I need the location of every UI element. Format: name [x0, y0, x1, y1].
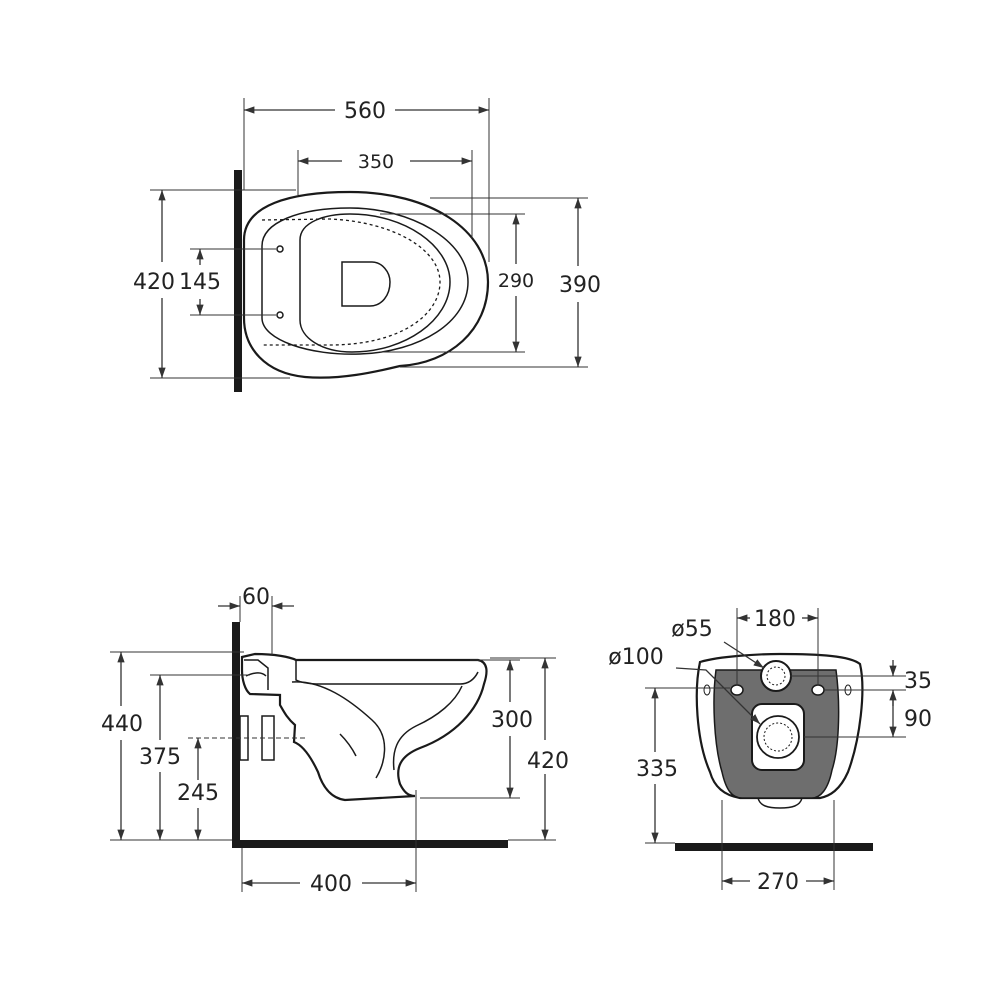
- side-view-wall: [232, 622, 240, 848]
- top-view-drain-opening: [341, 261, 391, 307]
- dim-420-top-label: 420: [133, 270, 175, 295]
- rear-view-foot: [757, 797, 803, 809]
- dim-350-label: 350: [358, 151, 394, 173]
- side-view-bowl-outline: [240, 652, 488, 802]
- dim-245-label: 245: [177, 781, 219, 806]
- dim-60-label: 60: [242, 585, 270, 610]
- side-view-floor: [232, 840, 508, 848]
- rear-view-outlet-circle: [756, 715, 800, 759]
- dim-145-label: 145: [179, 270, 221, 295]
- rear-view-bolt-right: [811, 684, 825, 696]
- dim-diameter-100-label: ø100: [608, 645, 663, 670]
- dim-300-label: 300: [491, 708, 533, 733]
- dim-440-label: 440: [101, 712, 143, 737]
- dim-diameter-55-label: ø55: [671, 617, 712, 642]
- top-view-wall: [234, 170, 242, 392]
- side-view-inner-trap: [291, 681, 463, 779]
- top-view-seat-outline: [261, 207, 469, 355]
- dim-390-label: 390: [559, 273, 601, 298]
- dim-375-label: 375: [139, 745, 181, 770]
- dim-420-side-label: 420: [527, 749, 569, 774]
- dim-560-label: 560: [344, 99, 386, 124]
- rear-view-floor: [675, 843, 873, 851]
- top-view-bolt-hole-lower: [276, 311, 284, 319]
- top-view-bolt-hole-upper: [276, 245, 284, 253]
- dim-335-label: 335: [636, 757, 678, 782]
- dim-35-label: 35: [904, 669, 932, 694]
- dim-180-label: 180: [754, 607, 796, 632]
- dim-400-label: 400: [310, 872, 352, 897]
- side-view-rim: [295, 660, 479, 685]
- dim-90-label: 90: [904, 707, 932, 732]
- top-view-lid-outline: [299, 213, 451, 353]
- rear-view-bolt-left: [730, 684, 744, 696]
- dim-270-label: 270: [757, 870, 799, 895]
- side-view: 60 440 375 245 300 420 400: [101, 585, 569, 897]
- rear-view-inlet-circle: [760, 660, 792, 692]
- rear-view: 180 ø55 ø100 35 90 335 270: [608, 607, 932, 895]
- top-view-rim-dashed: [261, 218, 441, 346]
- dim-290-label: 290: [498, 270, 534, 292]
- top-view: 560 350 420 145 290 390: [133, 98, 601, 392]
